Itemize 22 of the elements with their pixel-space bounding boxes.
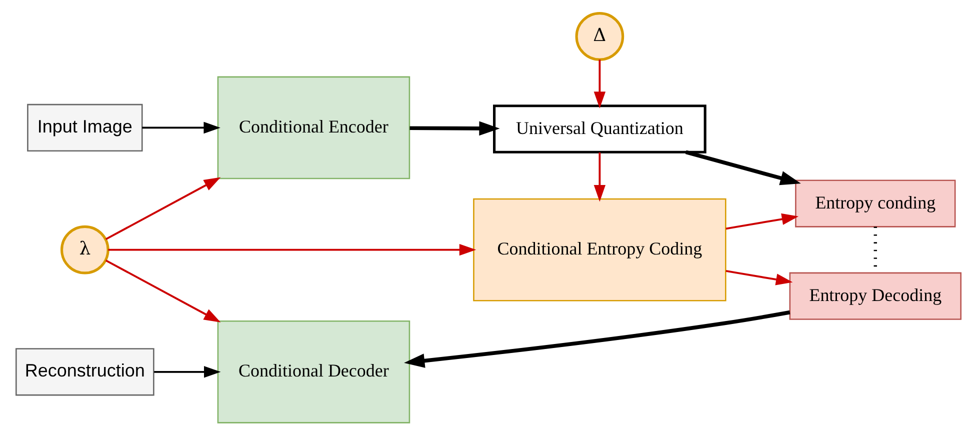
arrow (593, 152, 606, 202)
node-box: Conditional Decoder (216, 320, 410, 424)
arrow (409, 121, 500, 136)
node-box: Reconstruction (15, 348, 154, 396)
arrow (725, 213, 798, 230)
arrow (684, 150, 800, 186)
node-box: Conditional Encoder (216, 76, 410, 180)
arrow (593, 60, 606, 108)
node-box: Universal Quantization (492, 104, 706, 154)
node-box: Entropy conding (794, 180, 956, 228)
arrow (404, 310, 790, 368)
node-box: Conditional Entropy Coding (472, 198, 726, 302)
node-box: Input Image (26, 104, 142, 152)
node-box: Entropy Decoding (788, 272, 961, 320)
arrow (108, 244, 476, 256)
arrow (142, 122, 220, 134)
arrow (104, 177, 220, 240)
arrow (725, 270, 792, 286)
arrow (104, 260, 220, 322)
node-circle: λ (60, 225, 109, 274)
arrow (154, 366, 220, 378)
node-circle: Δ (574, 12, 624, 61)
